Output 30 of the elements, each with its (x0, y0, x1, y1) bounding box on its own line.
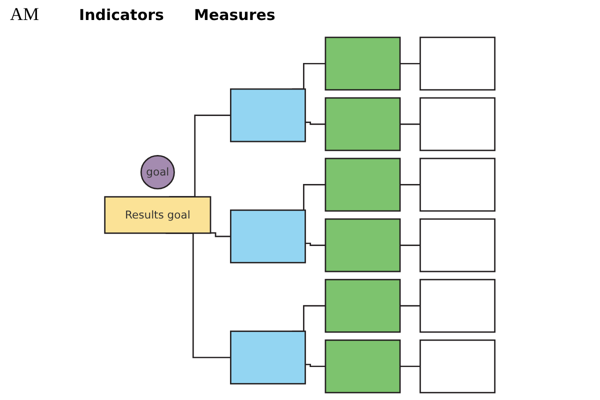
diagram-title: AM (10, 4, 40, 25)
node-box (420, 158, 496, 212)
node-box (324, 97, 401, 152)
connector (305, 122, 326, 125)
column-heading: Indicators (79, 6, 164, 24)
connector (400, 244, 420, 246)
node-box (420, 339, 496, 394)
node-box (420, 218, 496, 272)
node-box (420, 36, 496, 91)
connector (400, 62, 420, 64)
connector (210, 232, 231, 238)
connector (305, 364, 326, 368)
connector (400, 184, 420, 186)
node-box: Results goal (104, 196, 212, 234)
node-box (420, 278, 496, 333)
node-box (324, 36, 401, 91)
node-box (324, 278, 401, 333)
node-box (324, 218, 401, 272)
node-box (420, 97, 496, 152)
connector (400, 366, 420, 368)
column-heading: Measures (194, 6, 276, 24)
node-box (230, 209, 306, 264)
connector (400, 305, 420, 306)
connector (400, 124, 420, 125)
node-box (324, 339, 401, 394)
connector (305, 242, 326, 246)
node-box (230, 88, 306, 142)
node-box (324, 158, 401, 212)
node-box (230, 330, 306, 384)
node-circle: goal (140, 154, 176, 190)
